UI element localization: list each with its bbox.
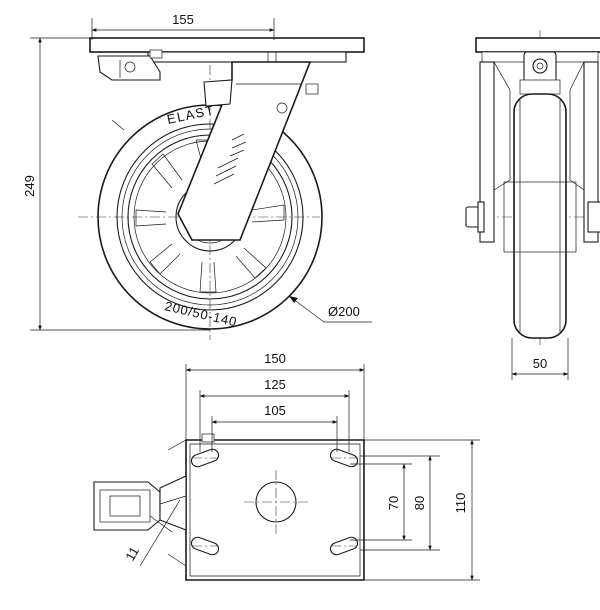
dim-plate-width: 110 bbox=[364, 439, 480, 581]
fork-leg-left bbox=[479, 61, 495, 243]
dim-plate-length: 150 bbox=[185, 351, 365, 440]
top-plate-front bbox=[475, 37, 600, 53]
brake-lever bbox=[97, 55, 161, 81]
svg-text:70: 70 bbox=[386, 496, 401, 510]
swivel-fork bbox=[177, 61, 312, 241]
fork-logo bbox=[213, 133, 247, 185]
dim-hole-spacing-70: 70 bbox=[350, 463, 412, 541]
tyre-inner bbox=[116, 123, 304, 311]
svg-text:Ø200: Ø200 bbox=[328, 304, 360, 319]
dim-top-width: 155 bbox=[91, 12, 275, 40]
svg-text:11: 11 bbox=[122, 544, 142, 563]
side-view: ELAST 200/50-140 155 249 Ø200 bbox=[22, 12, 372, 340]
mounting-slots bbox=[190, 448, 359, 556]
dim-hole-spacing-125: 125 bbox=[199, 377, 350, 452]
plate-view: 150 125 105 70 80 bbox=[93, 351, 480, 581]
svg-text:110: 110 bbox=[453, 493, 468, 514]
svg-text:155: 155 bbox=[172, 12, 194, 27]
svg-text:105: 105 bbox=[264, 403, 286, 418]
fork-leg-right bbox=[583, 61, 599, 243]
svg-text:125: 125 bbox=[264, 377, 286, 392]
top-plate-side bbox=[89, 37, 365, 53]
dim-slot-width: 11 bbox=[122, 499, 181, 567]
dim-hole-spacing-80: 80 bbox=[360, 455, 440, 551]
svg-text:249: 249 bbox=[22, 175, 37, 197]
svg-text:50: 50 bbox=[533, 356, 547, 371]
wheel-front bbox=[513, 93, 567, 339]
dim-height: 249 bbox=[22, 37, 210, 331]
svg-text:80: 80 bbox=[412, 496, 427, 510]
dim-wheel-diameter: Ø200 bbox=[288, 295, 372, 323]
front-view: 50 bbox=[465, 30, 600, 380]
dim-wheel-width: 50 bbox=[511, 338, 569, 380]
dim-hole-spacing-105: 105 bbox=[211, 403, 338, 452]
kingpin-hole bbox=[255, 481, 297, 523]
svg-text:150: 150 bbox=[264, 351, 286, 366]
